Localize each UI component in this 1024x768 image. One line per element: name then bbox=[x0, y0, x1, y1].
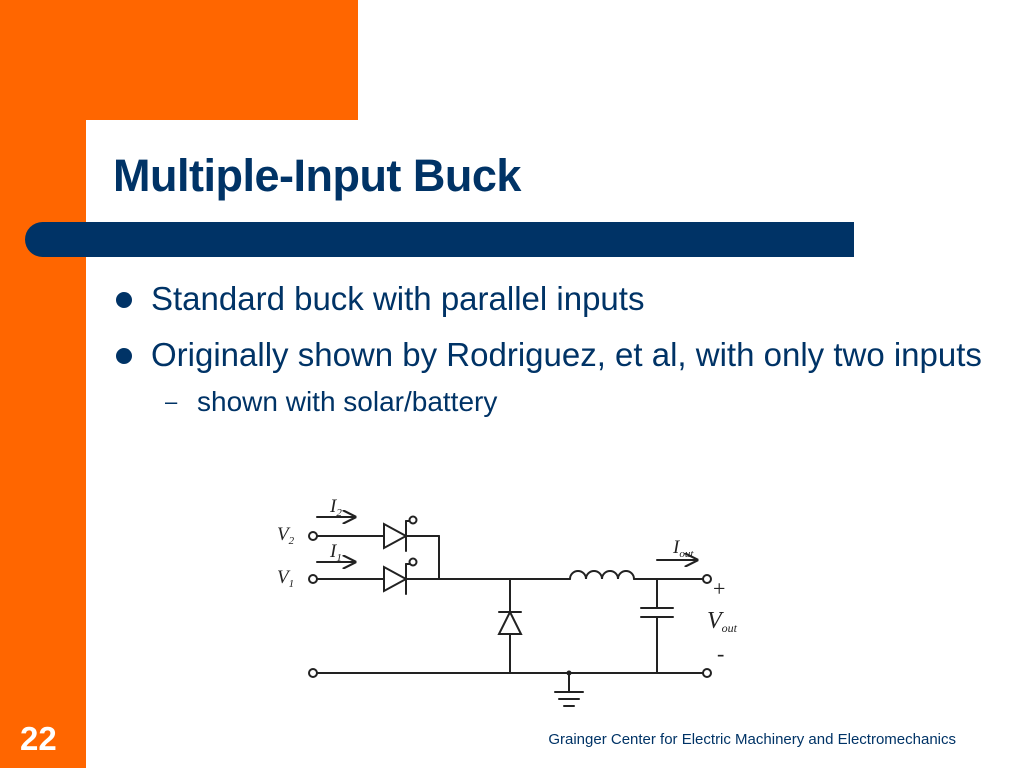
footer-text: Grainger Center for Electric Machinery a… bbox=[548, 731, 956, 748]
bullet-list: Standard buck with parallel inputs Origi… bbox=[113, 276, 993, 422]
label-v2: V2 bbox=[277, 524, 295, 547]
sub-bullet-text: shown with solar/battery bbox=[197, 386, 498, 417]
bullet-text: Originally shown by Rodriguez, et al, wi… bbox=[151, 336, 982, 373]
label-i2: I2 bbox=[329, 496, 342, 519]
orange-sidebar-band bbox=[0, 0, 86, 768]
bullet-text: Standard buck with parallel inputs bbox=[151, 280, 645, 317]
terminal-gate-1-icon bbox=[408, 557, 418, 567]
sub-bullet-item: – shown with solar/battery bbox=[113, 382, 993, 422]
label-plus: + bbox=[713, 576, 725, 601]
label-v1: V1 bbox=[277, 567, 294, 590]
sub-bullet-dash: – bbox=[165, 389, 178, 414]
slide-title: Multiple-Input Buck bbox=[113, 150, 521, 201]
title-underline-bar bbox=[25, 222, 854, 257]
capacitor-icon bbox=[640, 607, 674, 618]
bullet-dot-icon bbox=[116, 292, 132, 308]
orange-top-band bbox=[0, 0, 358, 120]
page-number: 22 bbox=[20, 720, 57, 757]
terminal-gate-2-icon bbox=[408, 515, 418, 525]
terminal-ground-left-icon bbox=[308, 668, 318, 678]
bullet-item: Originally shown by Rodriguez, et al, wi… bbox=[113, 332, 993, 378]
inductor-icon bbox=[569, 570, 635, 580]
label-iout: Iout bbox=[672, 537, 694, 560]
junction-dot bbox=[566, 670, 572, 676]
bullet-dot-icon bbox=[116, 348, 132, 364]
ground-icon bbox=[554, 691, 584, 707]
terminal-v2-icon bbox=[308, 531, 318, 541]
label-i1: I1 bbox=[329, 541, 342, 564]
label-vout: Vout bbox=[707, 608, 738, 635]
label-minus: - bbox=[717, 641, 724, 666]
terminal-out-minus-icon bbox=[702, 668, 712, 678]
terminal-v1-icon bbox=[308, 574, 318, 584]
terminal-out-plus-icon bbox=[702, 574, 712, 584]
freewheel-diode-icon bbox=[497, 609, 523, 635]
bullet-item: Standard buck with parallel inputs bbox=[113, 276, 993, 322]
diode-2-icon bbox=[383, 520, 440, 552]
